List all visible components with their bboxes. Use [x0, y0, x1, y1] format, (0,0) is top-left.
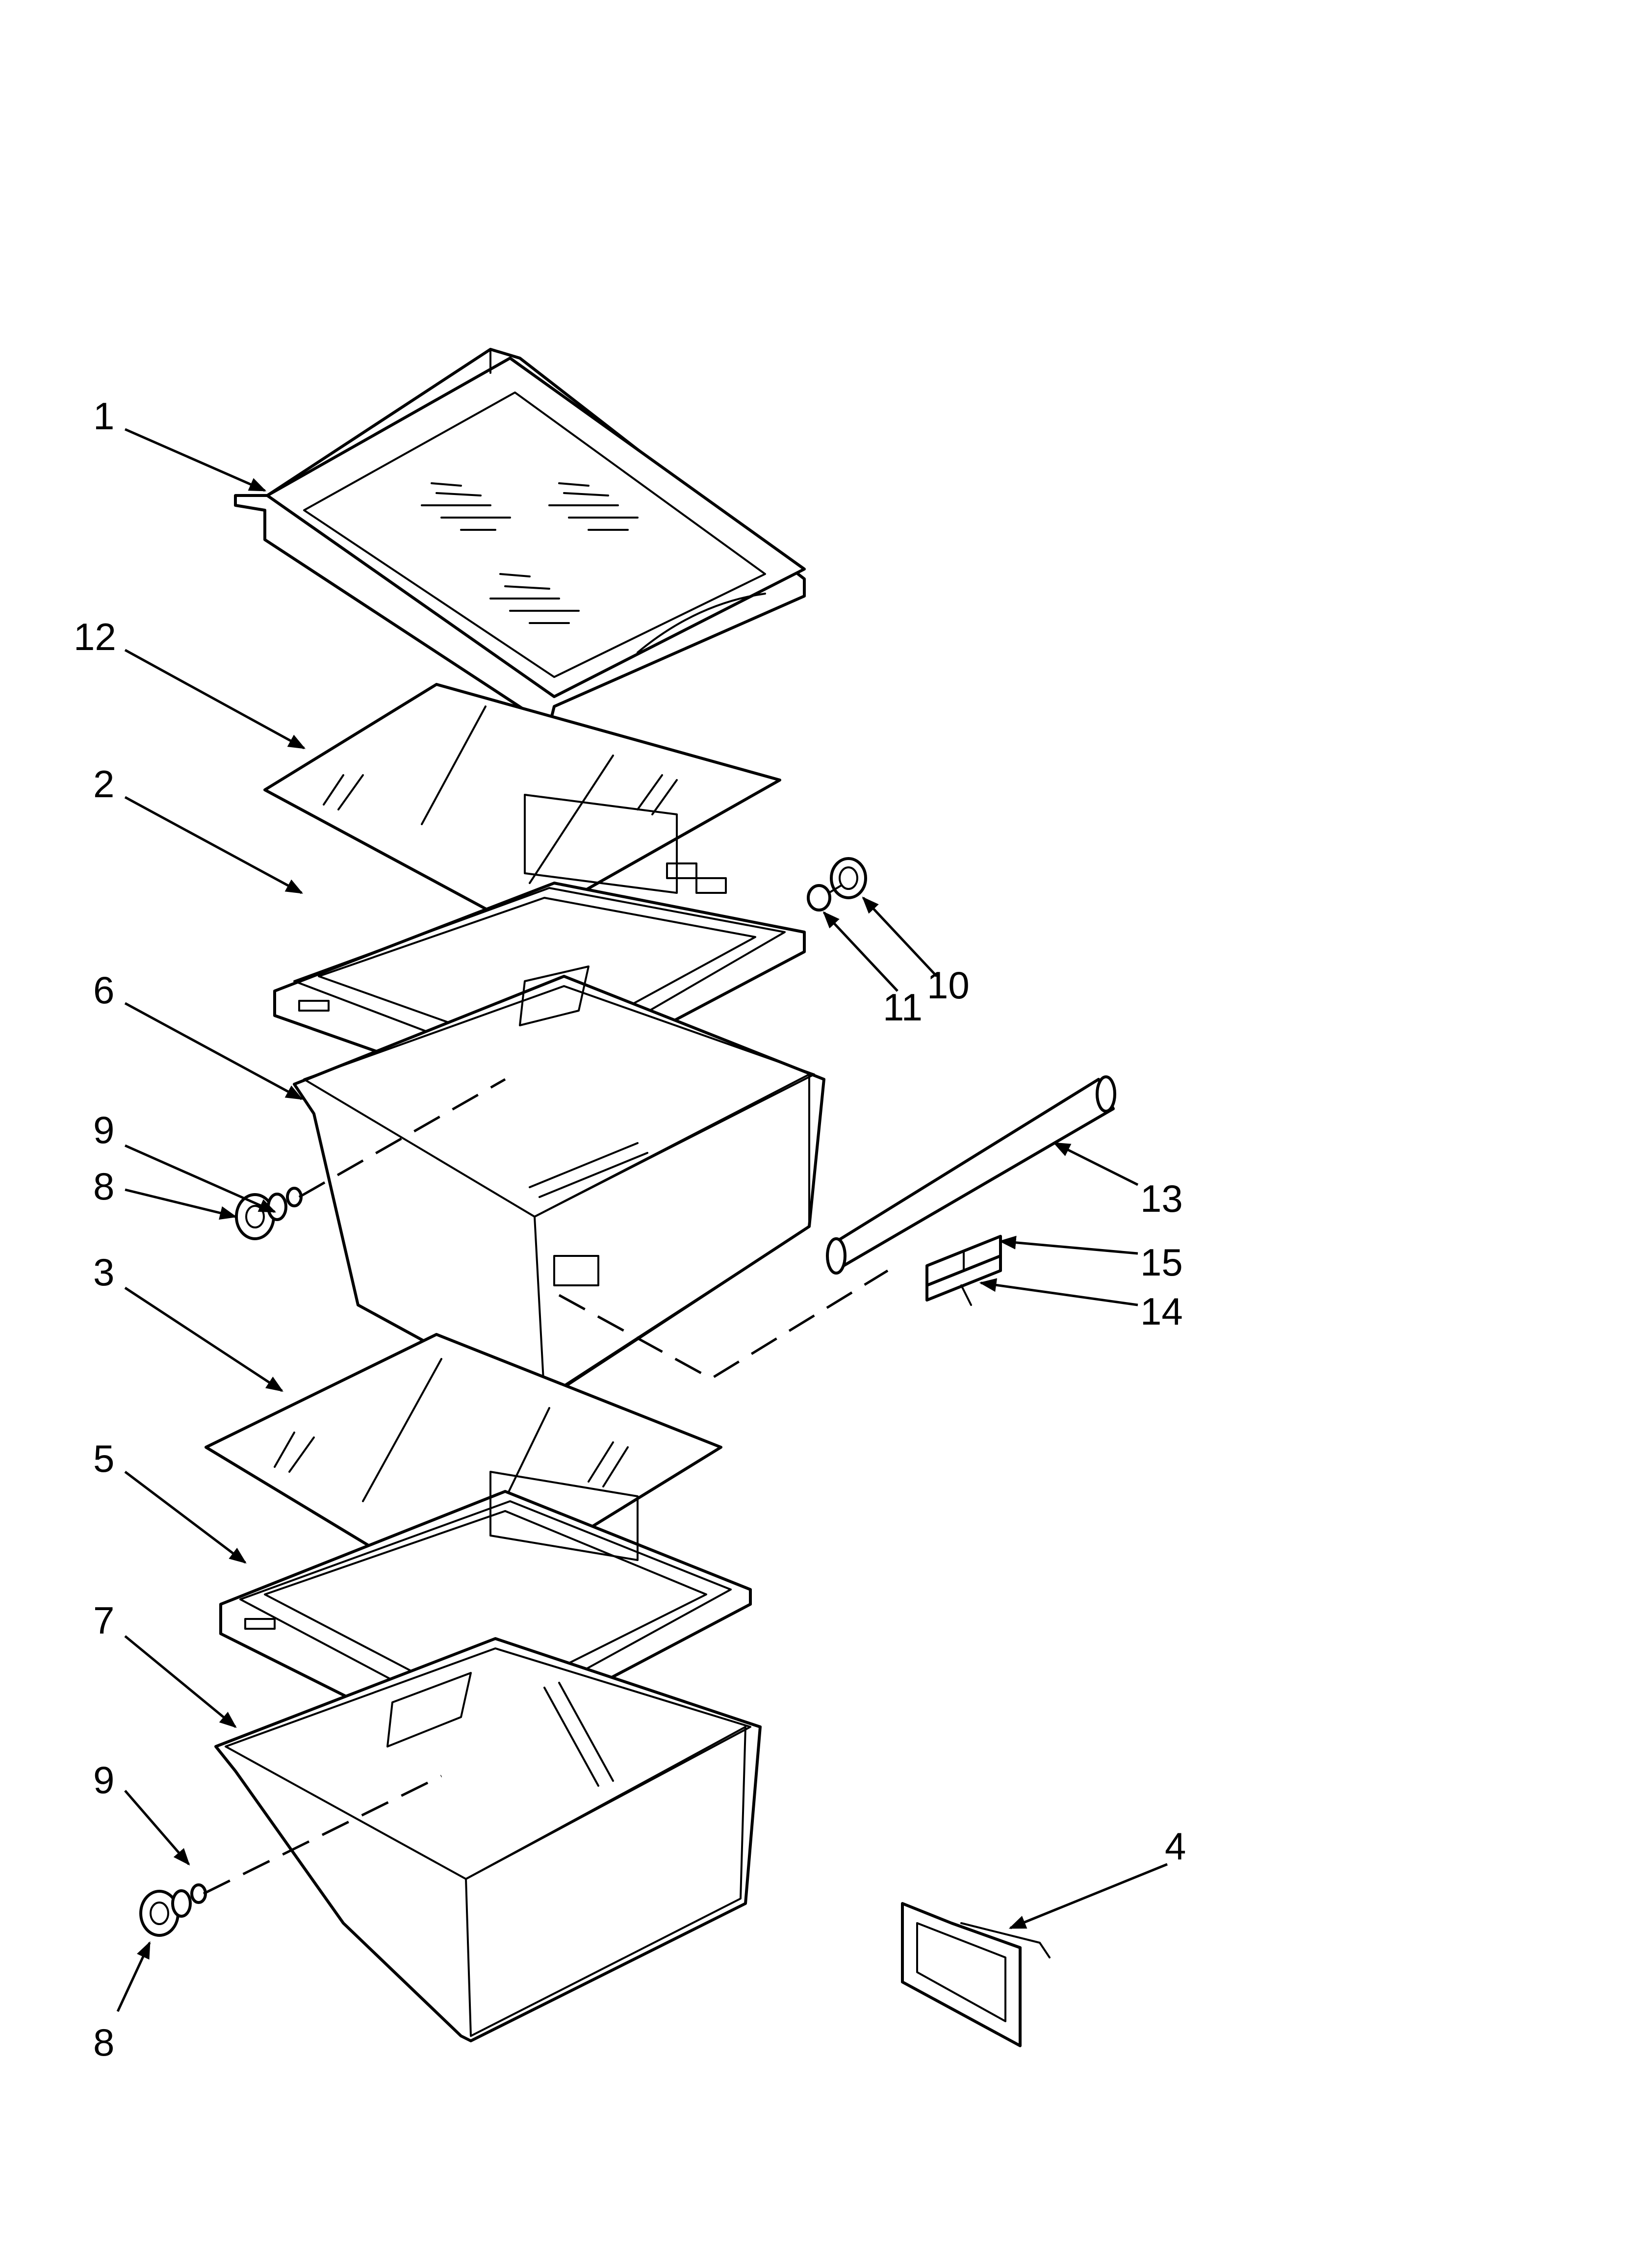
part-11-screw [807, 884, 842, 912]
callout-4: 4 [1165, 1825, 1186, 1868]
part-12-upper-glass [263, 683, 781, 929]
shelf-frame-texture [421, 482, 639, 624]
callout-2: 2 [93, 762, 114, 806]
callout-9-lower: 9 [93, 1758, 114, 1801]
leader-lines [116, 428, 1168, 2012]
callout-13: 13 [1140, 1177, 1183, 1220]
callout-6: 6 [93, 968, 114, 1012]
part-4-clip [901, 1902, 1051, 2047]
callout-8-lower: 8 [93, 2021, 114, 2064]
callout-12: 12 [74, 615, 116, 658]
callout-9-upper: 9 [93, 1108, 114, 1151]
callout-14: 14 [1140, 1290, 1183, 1333]
part-6-upper-drawer [293, 965, 825, 1405]
part-13-trim-strip [826, 1075, 1116, 1275]
callout-7: 7 [93, 1599, 114, 1642]
callout-labels: 1 12 2 6 9 8 3 5 7 9 8 10 11 13 15 14 4 [74, 394, 1186, 2064]
callout-11: 11 [883, 986, 923, 1029]
callout-5: 5 [93, 1437, 114, 1480]
callout-3: 3 [93, 1251, 114, 1294]
callout-8-upper: 8 [93, 1165, 114, 1208]
assembly-lines [203, 1078, 889, 1895]
part-10-roller [830, 857, 867, 899]
part-7-lower-drawer [214, 1637, 762, 2042]
callout-15: 15 [1140, 1241, 1183, 1284]
part-1-shelf-frame [234, 348, 806, 728]
part-14-bracket [925, 1254, 1002, 1306]
part-9-screw-lower [190, 1883, 207, 1904]
part-8-roller-upper [235, 1193, 287, 1240]
part-9-screw-upper [286, 1187, 303, 1207]
part-8-roller-lower [139, 1889, 192, 1937]
callout-1: 1 [93, 394, 114, 438]
callout-10: 10 [927, 964, 970, 1007]
